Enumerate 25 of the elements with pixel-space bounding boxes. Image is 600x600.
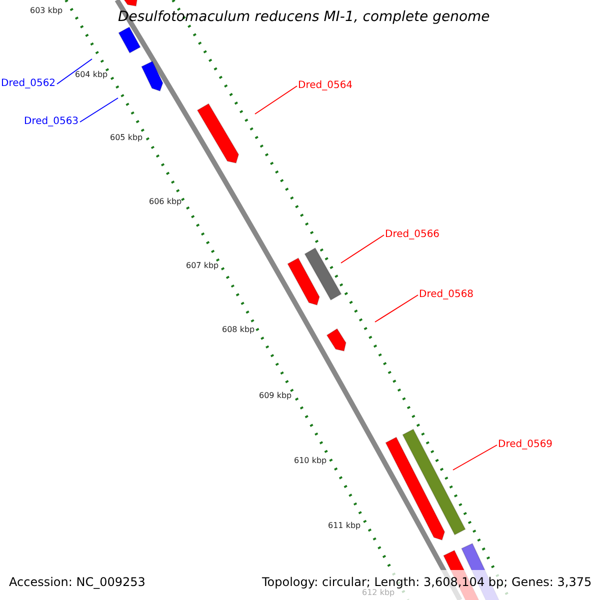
gene-label: Dred_0569: [498, 440, 553, 450]
gene-label: Dred_0563: [24, 117, 79, 127]
accession-text: Accession: NC_009253: [9, 576, 146, 588]
tick-label: 611 kbp: [328, 522, 361, 530]
map-title: Desulfotomaculum reducens MI-1, complete genome: [118, 10, 490, 24]
leader-line: [254, 86, 298, 114]
leader-line: [452, 444, 498, 470]
tick-label: 606 kbp: [149, 198, 182, 206]
tick-label: 605 kbp: [110, 134, 143, 142]
gene-label: Dred_0564: [298, 81, 353, 91]
tick-label: 608 kbp: [222, 326, 255, 334]
tick-label: 603 kbp: [30, 7, 63, 15]
tick-label: 604 kbp: [75, 71, 108, 79]
tick-label: 612 kbp: [362, 589, 395, 597]
tick-label: 610 kbp: [294, 457, 327, 465]
gene-label: Dred_0568: [419, 290, 474, 300]
leader-line: [374, 294, 418, 322]
leader-line: [56, 58, 92, 84]
gene-label: Dred_0566: [385, 230, 440, 240]
gene-label: Dred_0562: [1, 79, 56, 89]
tick-label: 609 kbp: [259, 392, 292, 400]
tick-label: 607 kbp: [186, 262, 219, 270]
leader-line: [80, 98, 118, 122]
leader-line: [340, 234, 384, 264]
genome-summary-text: Topology: circular; Length: 3,608,104 bp; Genes: 3,375: [262, 576, 592, 588]
